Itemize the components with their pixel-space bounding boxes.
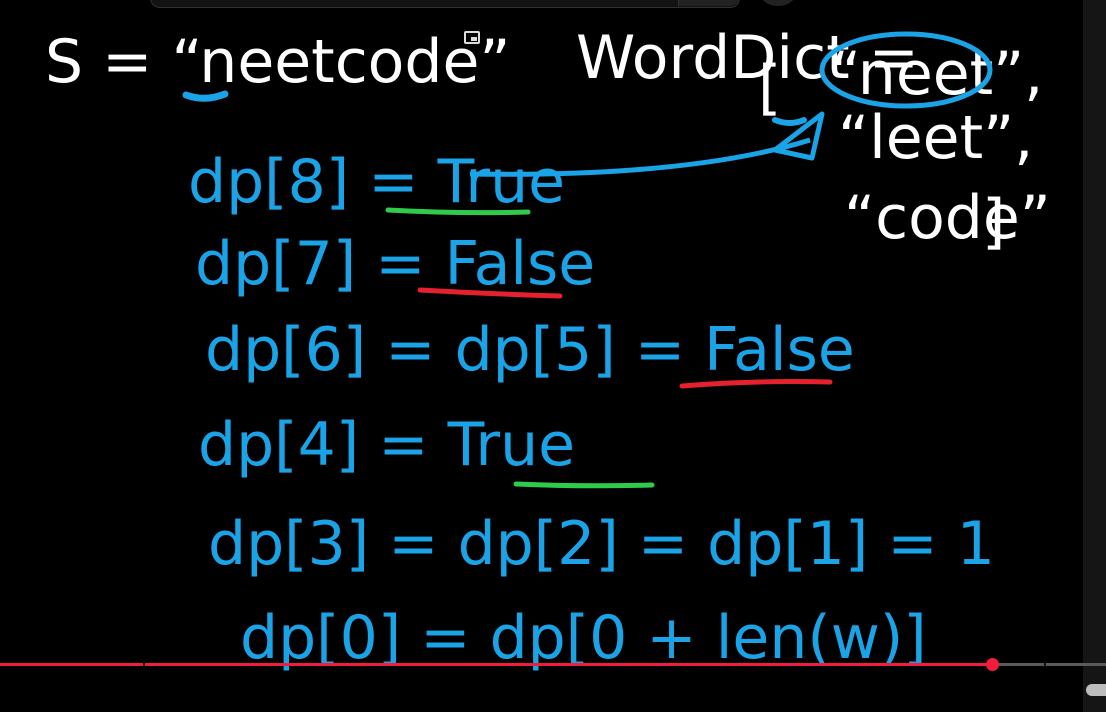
voice-search-button[interactable]	[760, 0, 796, 6]
arrow-head-icon	[772, 111, 825, 161]
worddict-label: WordDict =	[576, 23, 919, 93]
picture-in-picture-icon[interactable]	[464, 31, 480, 44]
dp-line-4: dp[4] = True	[198, 410, 575, 480]
dict-close-bracket: ]	[982, 187, 1005, 257]
circle-highlight-neet	[819, 31, 993, 109]
sidebar-edge	[1083, 0, 1106, 712]
underline-first-char	[182, 90, 229, 102]
dict-word-leet: “leet”,	[838, 103, 1033, 173]
underline-false-6	[679, 379, 833, 389]
progress-bar[interactable]	[0, 663, 1106, 666]
arrow-tail-mark	[772, 117, 807, 126]
search-bar[interactable]	[150, 0, 740, 8]
chapter-divider	[143, 663, 145, 666]
dict-word-neet: “neet”,	[830, 39, 1043, 109]
dp-line-6: dp[6] = dp[5] = False	[205, 315, 855, 385]
dp-line-3: dp[3] = dp[2] = dp[1] = 1	[208, 509, 995, 579]
video-frame[interactable]: S = “neetcode” WordDict = [ “neet”, “lee…	[0, 0, 1083, 712]
search-button[interactable]	[678, 0, 739, 6]
dp-line-8: dp[8] = True	[188, 147, 565, 217]
dp-line-7: dp[7] = False	[195, 229, 595, 299]
chapter-divider	[1044, 663, 1046, 666]
progress-scrubber-handle[interactable]	[986, 658, 999, 671]
autoplay-toggle-icon[interactable]	[1086, 684, 1106, 696]
dp-line-0: dp[0] = dp[0 + len(w)]	[240, 603, 927, 673]
dict-open-bracket: [	[758, 53, 781, 123]
dict-word-code: “code”	[844, 183, 1051, 253]
progress-played	[0, 663, 992, 666]
underline-true-4	[513, 481, 655, 489]
whiteboard-drawing: S = “neetcode” WordDict = [ “neet”, “lee…	[45, 23, 1051, 673]
underline-false-7	[417, 287, 563, 299]
string-s-definition: S = “neetcode”	[45, 27, 510, 97]
underline-true-8	[385, 207, 531, 216]
